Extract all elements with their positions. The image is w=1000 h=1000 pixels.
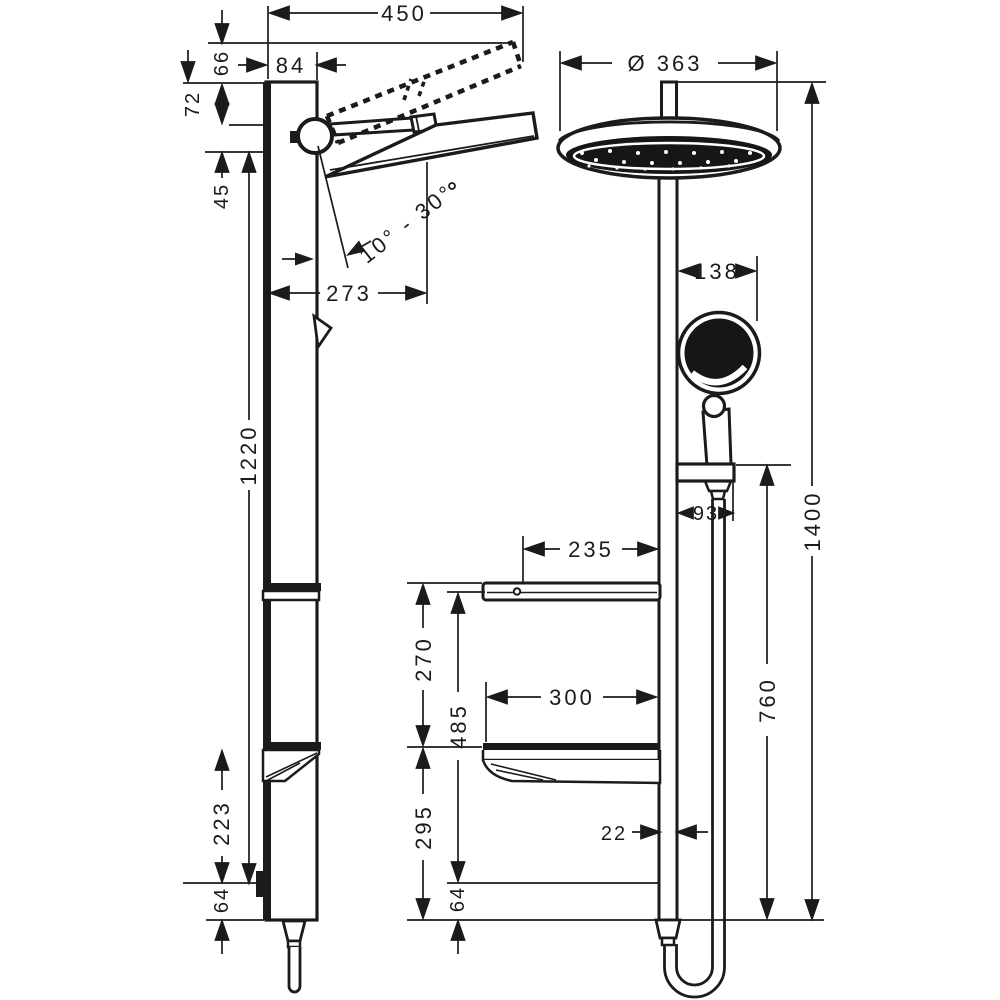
shelf-upper-side [261, 583, 321, 602]
dim-273: 273 [326, 281, 372, 306]
dim-223: 223 [209, 800, 234, 846]
spray-nozzles [580, 149, 752, 171]
dim-760: 760 [755, 677, 780, 723]
shower-head-side [324, 111, 539, 190]
dim-72: 72 [182, 91, 204, 117]
front-view [481, 80, 782, 999]
dim-1220: 1220 [236, 425, 261, 486]
dim-66: 66 [211, 50, 233, 76]
dim-64-right: 64 [447, 886, 469, 912]
dim-45: 45 [211, 183, 233, 209]
dim-1400: 1400 [800, 491, 825, 552]
hose-front [663, 499, 726, 999]
shelf-hook [512, 587, 522, 596]
hand-shower [675, 310, 762, 501]
shelf-upper-front [481, 581, 662, 602]
side-view [256, 39, 539, 994]
pivot-joint [296, 117, 334, 155]
hand-shower-holder [675, 462, 736, 483]
dim-485: 485 [446, 703, 471, 749]
dimension-lines [180, 5, 826, 954]
dim-235: 235 [568, 537, 614, 562]
dimension-labels: 450 84 66 72 45 1220 223 64 273 10° - 30… [182, 1, 825, 913]
control-lever [312, 313, 333, 351]
wall-panel-side [264, 80, 319, 922]
shower-head-dashed [324, 39, 524, 146]
bar-hose-connector [654, 918, 682, 947]
shelf-lower-side [261, 742, 321, 783]
hand-shower-ring [701, 393, 727, 419]
dim-64-left: 64 [211, 887, 233, 913]
pivot-nub [290, 131, 299, 143]
dim-300: 300 [549, 685, 595, 710]
supply-connection [256, 871, 266, 897]
dim-84: 84 [276, 53, 306, 78]
overhead-shower-front [556, 116, 782, 180]
dim-295: 295 [411, 804, 436, 850]
dim-93: 93 [693, 503, 719, 525]
angle-radius-line [317, 145, 349, 269]
dim-diameter-363: Ø 363 [628, 51, 703, 76]
dim-270: 270 [411, 636, 436, 682]
dim-angle: 10° - 30° [354, 179, 459, 268]
dim-22: 22 [601, 823, 627, 845]
dim-138: 138 [694, 259, 740, 284]
dim-450: 450 [381, 1, 427, 26]
wall-bar [657, 168, 679, 922]
hose-side [281, 919, 307, 994]
shelf-lower-front [481, 743, 662, 785]
